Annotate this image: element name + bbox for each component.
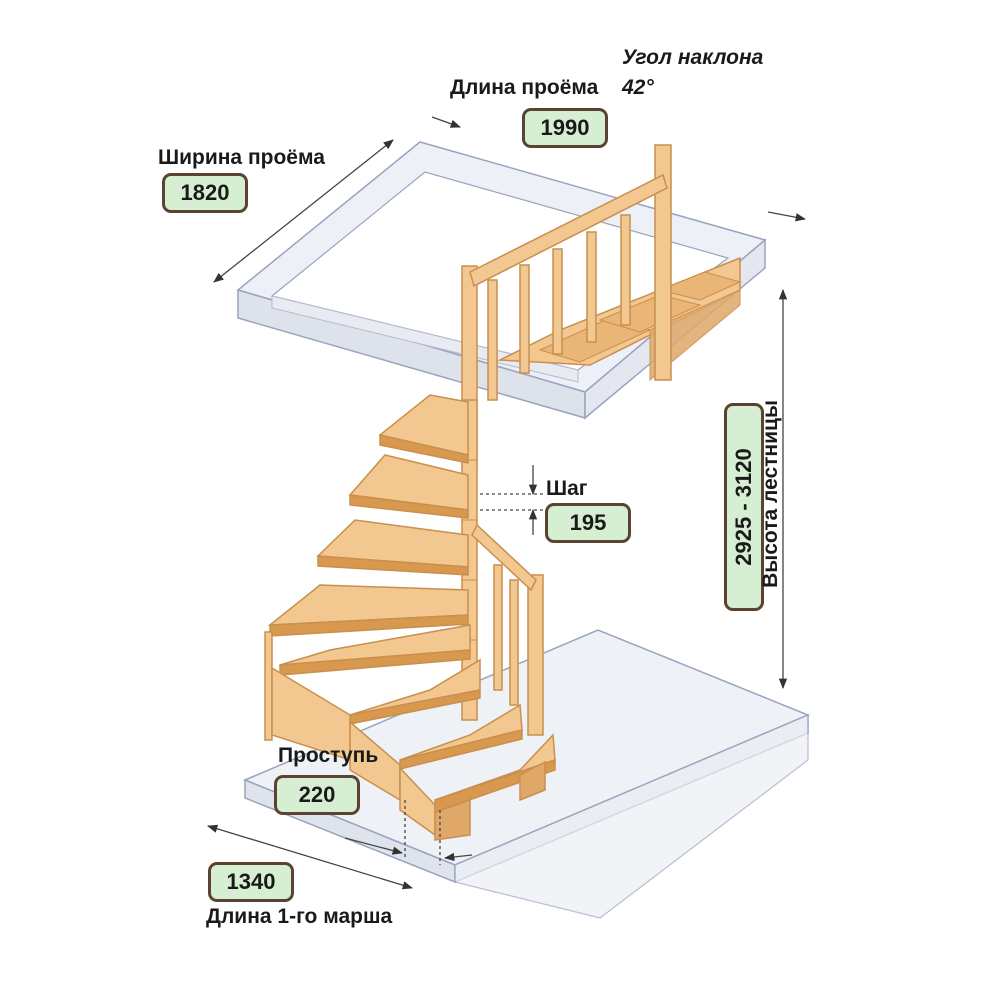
stair-height-value: 2925 - 3120 <box>724 403 764 611</box>
opening-width-value: 1820 <box>162 173 248 213</box>
dim-opening-width <box>213 139 394 283</box>
opening-length-value: 1990 <box>522 108 608 148</box>
stair-height-label: Высота лестницы <box>759 400 782 588</box>
tread-label: Проступь <box>278 744 379 767</box>
incline-angle-label: Угол наклона <box>622 46 764 69</box>
lower-railing <box>471 523 544 736</box>
step-value: 195 <box>545 503 631 543</box>
first-flight-length-value: 1340 <box>208 862 294 902</box>
dim-opening-length <box>431 116 461 128</box>
step-label: Шаг <box>546 477 588 500</box>
dim-step <box>480 465 545 535</box>
spiral-treads <box>264 394 556 841</box>
opening-width-label: Ширина проёма <box>158 146 325 169</box>
top-railing <box>461 144 672 467</box>
opening-length-label: Длина проёма <box>450 76 599 99</box>
incline-angle-value: 42° <box>622 76 654 99</box>
dim-stair-height <box>767 211 807 690</box>
first-flight-length-label: Длина 1-го марша <box>206 905 393 928</box>
dim-first-flight <box>207 824 413 890</box>
tread-value: 220 <box>274 775 360 815</box>
